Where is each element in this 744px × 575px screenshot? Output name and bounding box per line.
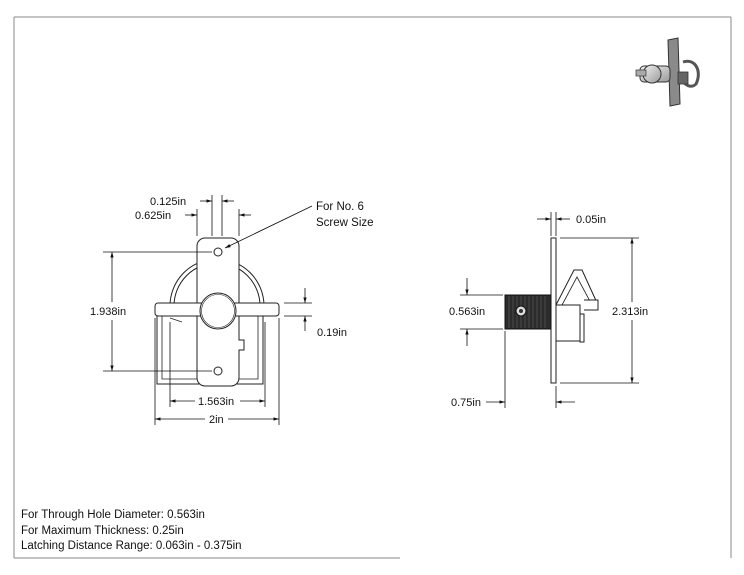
dim-front-height: 1.938in — [90, 306, 126, 318]
front-dimension-lines — [103, 195, 313, 425]
callout-screw-line2: Screw Size — [316, 217, 374, 229]
dim-knob-diameter: 0.563in — [449, 306, 485, 318]
spec-latching-range: Latching Distance Range: 0.063in - 0.375… — [21, 540, 242, 552]
dim-slot-width: 0.125in — [150, 196, 186, 208]
dim-side-height: 2.313in — [612, 306, 648, 318]
drawing-border — [13, 16, 732, 559]
dim-handle-thickness: 0.19in — [317, 327, 347, 339]
dim-plate-thickness: 0.05in — [576, 214, 606, 226]
dim-spread: 1.563in — [198, 396, 234, 408]
spec-max-thickness: For Maximum Thickness: 0.25in — [21, 524, 184, 537]
dim-depth: 0.75in — [451, 397, 481, 409]
spec-notes: For Through Hole Diameter: 0.563in For M… — [21, 508, 242, 555]
side-dimension-labels: 0.05in 0.563in 2.313in 0.75in — [449, 214, 648, 409]
isometric-thumbnail-image — [635, 37, 700, 107]
side-dimension-lines — [460, 212, 639, 408]
front-dimension-labels: 0.125in 0.625in For No. 6 Screw Size 1.9… — [90, 196, 374, 426]
side-view — [504, 237, 599, 384]
dim-overall-width: 2in — [209, 414, 224, 426]
front-view — [154, 237, 280, 387]
spec-hole-diameter: For Through Hole Diameter: 0.563in — [21, 509, 205, 521]
dim-plate-width: 0.625in — [135, 210, 171, 222]
callout-screw-line1: For No. 6 — [316, 201, 364, 213]
